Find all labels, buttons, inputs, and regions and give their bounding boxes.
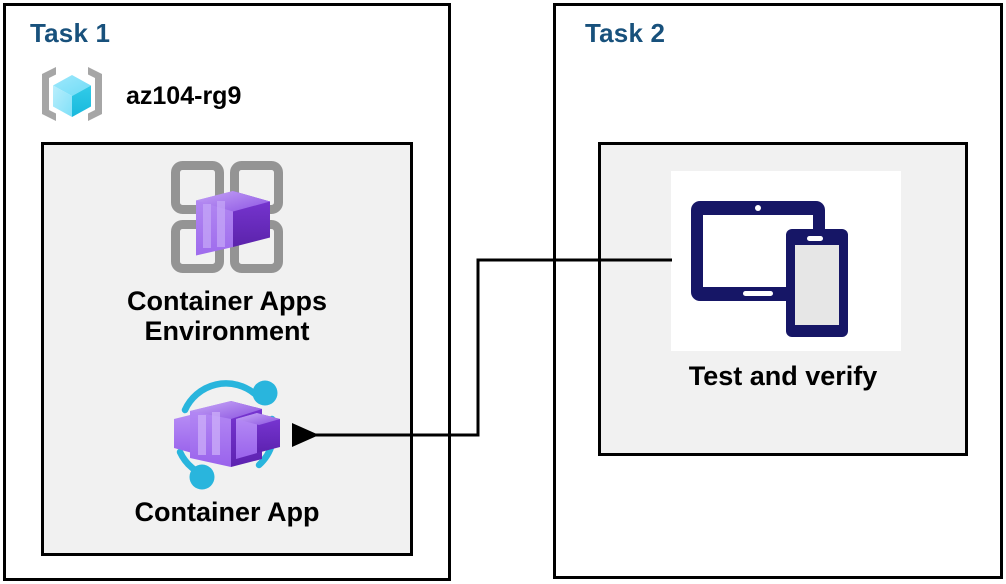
- task-2-title: Task 2: [585, 18, 666, 48]
- container-apps-environment-icon: [171, 161, 283, 273]
- cae-label-line-2: Environment: [144, 316, 310, 347]
- test-and-verify-node: [685, 183, 885, 348]
- container-app-label: Container App: [44, 497, 410, 527]
- resource-group-row: az104-rg9: [36, 58, 336, 134]
- resource-group-name: az104-rg9: [126, 81, 242, 110]
- container-app-icon: [174, 380, 280, 490]
- container-app-dot-bottom: [189, 464, 215, 490]
- ca-label-line-1: Container App: [134, 497, 320, 527]
- task-1-title: Task 1: [30, 18, 111, 48]
- container-apps-environment-node: [163, 153, 291, 286]
- test-and-verify-label: Test and verify: [688, 361, 878, 391]
- task-2-resources-panel: Test and verify: [598, 142, 968, 456]
- container-app-node: [152, 367, 302, 497]
- container-apps-environment-label: Container Apps Environment: [44, 286, 410, 346]
- cae-label-line-1: Container Apps: [126, 286, 327, 316]
- phone-shape: [786, 229, 848, 337]
- task-1-resources-panel: Container Apps Environment: [41, 142, 413, 556]
- test-and-verify-icon-plate: [671, 171, 901, 351]
- container-app-dot-top: [252, 380, 278, 406]
- test-and-verify-devices-icon: [691, 201, 848, 337]
- azure-resource-group-icon: [36, 58, 108, 135]
